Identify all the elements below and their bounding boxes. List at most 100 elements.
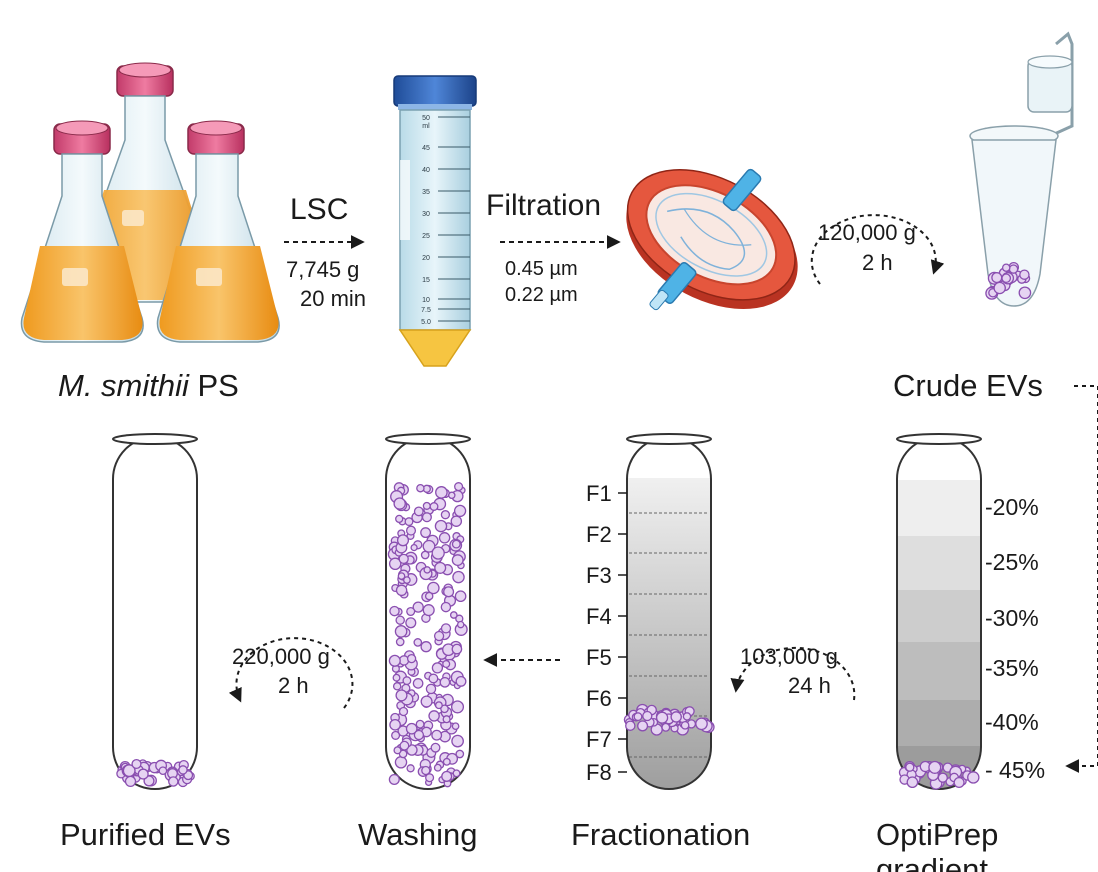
ev-particle (670, 711, 682, 723)
ev-particle (421, 765, 431, 776)
ev-particle (422, 501, 431, 510)
ev-particle (435, 486, 448, 499)
ev-particle (442, 715, 451, 724)
ev-particle (402, 676, 412, 686)
ev-particle (415, 719, 425, 729)
ev-particle (394, 625, 408, 638)
ev-particle (422, 539, 436, 553)
ev-particle (420, 527, 432, 539)
ev-particle (905, 762, 915, 772)
ev-particle (406, 764, 415, 773)
tube-scale-mark: 15 (422, 277, 430, 284)
ev-particle (425, 773, 435, 783)
gradient-percent-label: -40% (985, 709, 1039, 735)
gradient-percent-label: -30% (985, 605, 1039, 631)
ev-particle (431, 546, 445, 560)
ev-band (623, 703, 715, 736)
ev-particle (397, 572, 406, 580)
ev-particle (682, 712, 692, 721)
ev-particle (451, 554, 464, 567)
ev-particle (433, 630, 445, 642)
ev-particle (124, 775, 137, 788)
ev-particle (393, 746, 402, 755)
ev-particle (391, 730, 401, 740)
ev-particle (404, 517, 414, 527)
tube-scale-mark: 45 (422, 145, 430, 152)
ev-particle (455, 749, 465, 759)
ev-particle (420, 695, 433, 708)
ev-particle (395, 637, 405, 647)
tube-scale-mark: 5.0 (421, 319, 431, 326)
crude-ev-pellet (985, 261, 1032, 300)
ev-particle (420, 641, 432, 653)
ev-particle (642, 710, 653, 722)
ev-particle (131, 758, 142, 770)
source-label: M. smithii PS (58, 368, 239, 403)
uc3-speed: 220,000 g (232, 644, 330, 669)
ev-particle (416, 483, 425, 493)
ev-particle (388, 773, 400, 786)
ev-particle (431, 662, 444, 674)
uc3-time: 2 h (278, 673, 309, 698)
ev-particle (434, 561, 447, 574)
tube-scale-mark: 50 (422, 115, 430, 122)
ev-particle (953, 776, 965, 789)
ev-particle (443, 586, 455, 598)
ev-particle (178, 765, 188, 775)
uc2-speed: 103,000 g (740, 644, 838, 669)
ev-particle (451, 539, 461, 549)
ev-particle (406, 606, 416, 617)
lsc-speed: 7,745 g (286, 257, 359, 282)
microcentrifuge-tube-icon (969, 31, 1074, 307)
filtration-pore-1: 0.45 µm (505, 258, 578, 280)
ev-particle (392, 673, 401, 682)
ev-particle (440, 623, 452, 634)
ev-particle (389, 718, 401, 731)
tube-scale-mark: 35 (422, 189, 430, 196)
ev-particle (633, 712, 643, 722)
flask-left-icon (20, 120, 144, 343)
dispersed-evs (387, 482, 468, 788)
ev-particle (454, 590, 467, 603)
tube-scale-mark: 10 (422, 297, 430, 304)
ev-particle (405, 525, 417, 536)
ultracentrifuge-arrow-3 (228, 637, 354, 709)
ev-particle (1019, 269, 1030, 280)
ev-particle (451, 734, 464, 748)
ev-particle (1018, 286, 1032, 300)
fraction-label: F6 (586, 686, 612, 711)
ev-particle (442, 757, 451, 766)
ev-particle (431, 729, 443, 741)
ev-particle (451, 643, 463, 655)
ev-particle (937, 772, 948, 783)
ev-particle (405, 722, 418, 735)
ev-particle (158, 766, 168, 776)
ev-particle (434, 519, 448, 533)
gradient-percent-label: - 45% (985, 757, 1045, 783)
ev-particle (428, 710, 440, 722)
fraction-label: F1 (586, 481, 612, 506)
ev-particle (428, 673, 439, 684)
ev-particle (393, 497, 406, 510)
ev-particle (389, 605, 400, 617)
fractionation-label: Fractionation (571, 817, 750, 852)
ev-particle (1008, 264, 1019, 274)
gradient-percent-label: -20% (985, 494, 1039, 520)
crude-evs-label: Crude EVs (893, 368, 1043, 403)
ev-particle (396, 534, 410, 547)
optiprep-label-1: OptiPrep (876, 817, 998, 852)
ev-particle (433, 763, 442, 772)
purified-ev-pellet (116, 758, 195, 788)
fraction-divider-lines (629, 512, 709, 758)
ev-particle (394, 756, 408, 769)
ev-particle (637, 720, 649, 732)
ev-particle (452, 570, 465, 584)
ev-particle (434, 701, 443, 710)
ev-particle (451, 722, 460, 731)
ev-particle (450, 515, 463, 527)
washing-label: Washing (358, 817, 477, 852)
fraction-label: F7 (586, 727, 612, 752)
ev-particle (406, 653, 417, 664)
